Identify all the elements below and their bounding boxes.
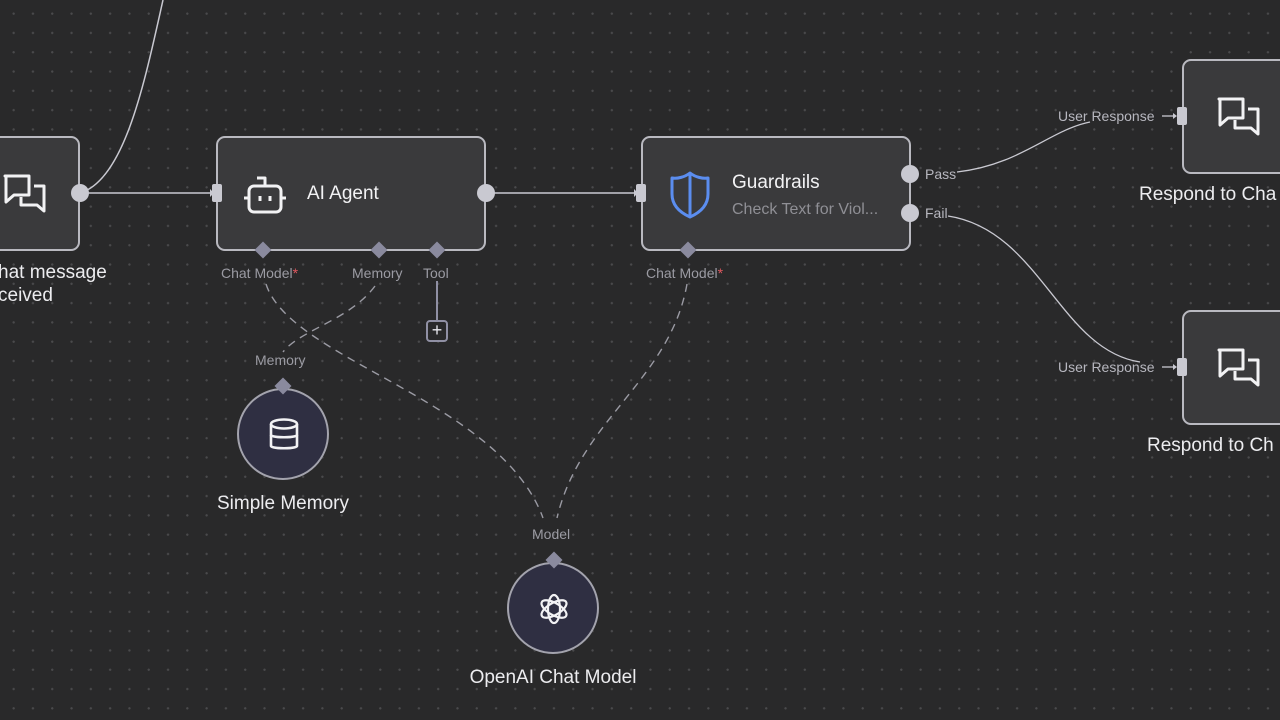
openai-chat-model-label: OpenAI Chat Model [469, 667, 637, 688]
guardrails-chat-model-label: Chat Model* [646, 265, 723, 281]
ai-agent-output-handle[interactable] [477, 184, 495, 202]
chat-trigger-output-handle[interactable] [71, 184, 89, 202]
ai-agent-tool-label: Tool [423, 265, 449, 281]
respond-top-input-handle[interactable] [1177, 107, 1187, 125]
ai-agent-node[interactable]: AI Agent [216, 136, 486, 251]
guardrails-node[interactable]: Guardrails Check Text for Viol... [641, 136, 911, 251]
openai-chat-model-node[interactable] [507, 562, 599, 654]
chat-trigger-label: hat message ceived [0, 261, 107, 307]
edge-agent-memory-to-simple-memory[interactable] [282, 285, 376, 353]
openai-icon [540, 593, 568, 625]
simple-memory-port-label: Memory [255, 352, 306, 368]
simple-memory-node[interactable] [237, 388, 329, 480]
chat-bubbles-icon [3, 174, 46, 213]
respond-bottom-label: Respond to Ch [1147, 435, 1274, 456]
guardrails-title: Guardrails [732, 172, 820, 193]
openai-model-port-label: Model [532, 526, 571, 542]
chat-model-text: Chat Model [221, 265, 293, 281]
respond-top-input-label: User Response [1058, 108, 1155, 124]
simple-memory-label: Simple Memory [217, 493, 349, 514]
edge-guardrails-chatmodel-to-openai[interactable] [556, 283, 688, 519]
edge-arrow [1173, 113, 1177, 119]
ai-agent-title: AI Agent [307, 183, 379, 204]
respond-bottom-input-handle[interactable] [1177, 358, 1187, 376]
guardrails-input-handle[interactable] [636, 184, 646, 202]
chat-trigger-label-line1: hat message [0, 262, 107, 283]
chat-trigger-label-line2: ceived [0, 285, 53, 306]
respond-to-chat-node-bottom[interactable] [1182, 310, 1280, 425]
edge-pass-to-respond[interactable] [956, 121, 1091, 173]
edge-trigger-to-top[interactable] [79, 0, 164, 194]
guardrails-pass-label: Pass [925, 166, 957, 182]
edge-fail-to-respond[interactable] [947, 215, 1141, 363]
robot-icon [244, 176, 286, 214]
database-icon [269, 418, 299, 450]
edge-agent-chatmodel-to-openai[interactable] [265, 283, 544, 519]
chat-bubbles-icon [1217, 97, 1260, 136]
required-mark: * [292, 265, 299, 281]
chat-bubbles-icon [1217, 348, 1260, 387]
chat-model-text: Chat Model [646, 265, 718, 281]
edge-arrow [1173, 364, 1177, 370]
guardrails-fail-label: Fail [925, 205, 948, 221]
guardrails-pass-handle[interactable] [901, 165, 919, 183]
shield-icon [670, 171, 710, 219]
respond-top-label: Respond to Cha [1139, 184, 1277, 205]
ai-agent-chat-model-label: Chat Model* [221, 265, 298, 281]
add-tool-button[interactable]: + [426, 320, 448, 342]
ai-agent-input-handle[interactable] [212, 184, 222, 202]
respond-bottom-input-label: User Response [1058, 359, 1155, 375]
guardrails-fail-handle[interactable] [901, 204, 919, 222]
respond-to-chat-node-top[interactable] [1182, 59, 1280, 174]
guardrails-subtitle: Check Text for Viol... [732, 201, 879, 218]
ai-agent-memory-label: Memory [352, 265, 403, 281]
required-mark: * [717, 265, 724, 281]
chat-trigger-node[interactable] [0, 136, 80, 251]
